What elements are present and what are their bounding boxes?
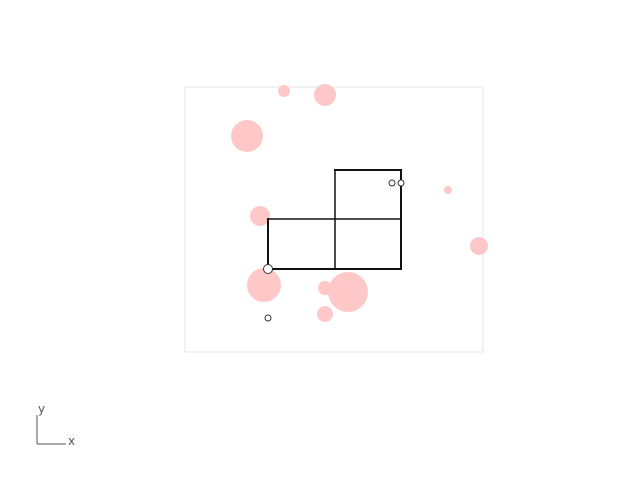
shape-layer: [267, 169, 402, 270]
marker-m3: [263, 264, 273, 274]
plot-frame: [184, 86, 484, 353]
axis-y-label: y: [38, 402, 45, 416]
circle-c1: [278, 85, 290, 97]
marker-m1: [388, 179, 396, 187]
markers-layer: [263, 179, 405, 322]
circle-c10: [317, 306, 333, 322]
circle-c6: [470, 237, 488, 255]
axis-x-label: x: [68, 434, 75, 448]
circle-c7: [247, 268, 281, 302]
circle-c3: [231, 120, 263, 152]
circle-c9: [318, 281, 332, 295]
axis-indicator: y x: [36, 402, 75, 448]
marker-m4: [264, 314, 272, 322]
circles-layer: [231, 84, 488, 322]
circle-c2: [314, 84, 336, 106]
marker-m2: [397, 179, 405, 187]
circle-c5: [250, 206, 270, 226]
circle-c8: [328, 272, 368, 312]
circle-c4: [444, 186, 452, 194]
